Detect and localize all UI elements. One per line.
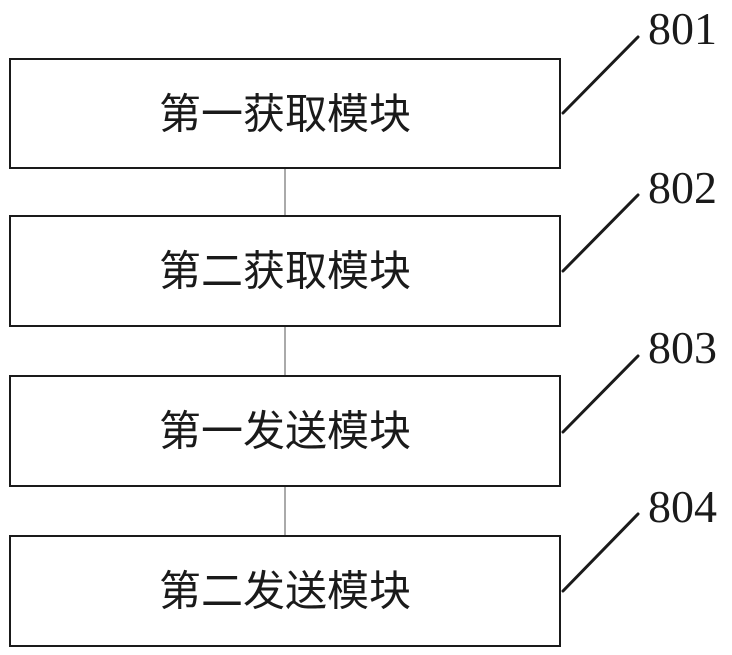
module-1: 第一获取模块 801 <box>10 3 717 168</box>
module-4-label: 第二发送模块 <box>159 567 411 616</box>
module-3-label: 第一发送模块 <box>159 407 411 456</box>
module-4-leader <box>563 514 638 591</box>
module-1-leader <box>563 37 638 113</box>
module-2: 第二获取模块 802 <box>10 162 717 326</box>
module-1-label: 第一获取模块 <box>159 90 411 139</box>
module-2-label: 第二获取模块 <box>159 247 411 296</box>
module-3-ref: 803 <box>648 322 717 373</box>
module-1-ref: 801 <box>648 3 717 54</box>
module-3: 第一发送模块 803 <box>10 322 717 486</box>
module-4-ref: 804 <box>648 481 717 532</box>
module-2-leader <box>563 195 638 271</box>
module-2-ref: 802 <box>648 162 717 213</box>
module-4: 第二发送模块 804 <box>10 481 717 646</box>
module-3-leader <box>563 356 638 432</box>
